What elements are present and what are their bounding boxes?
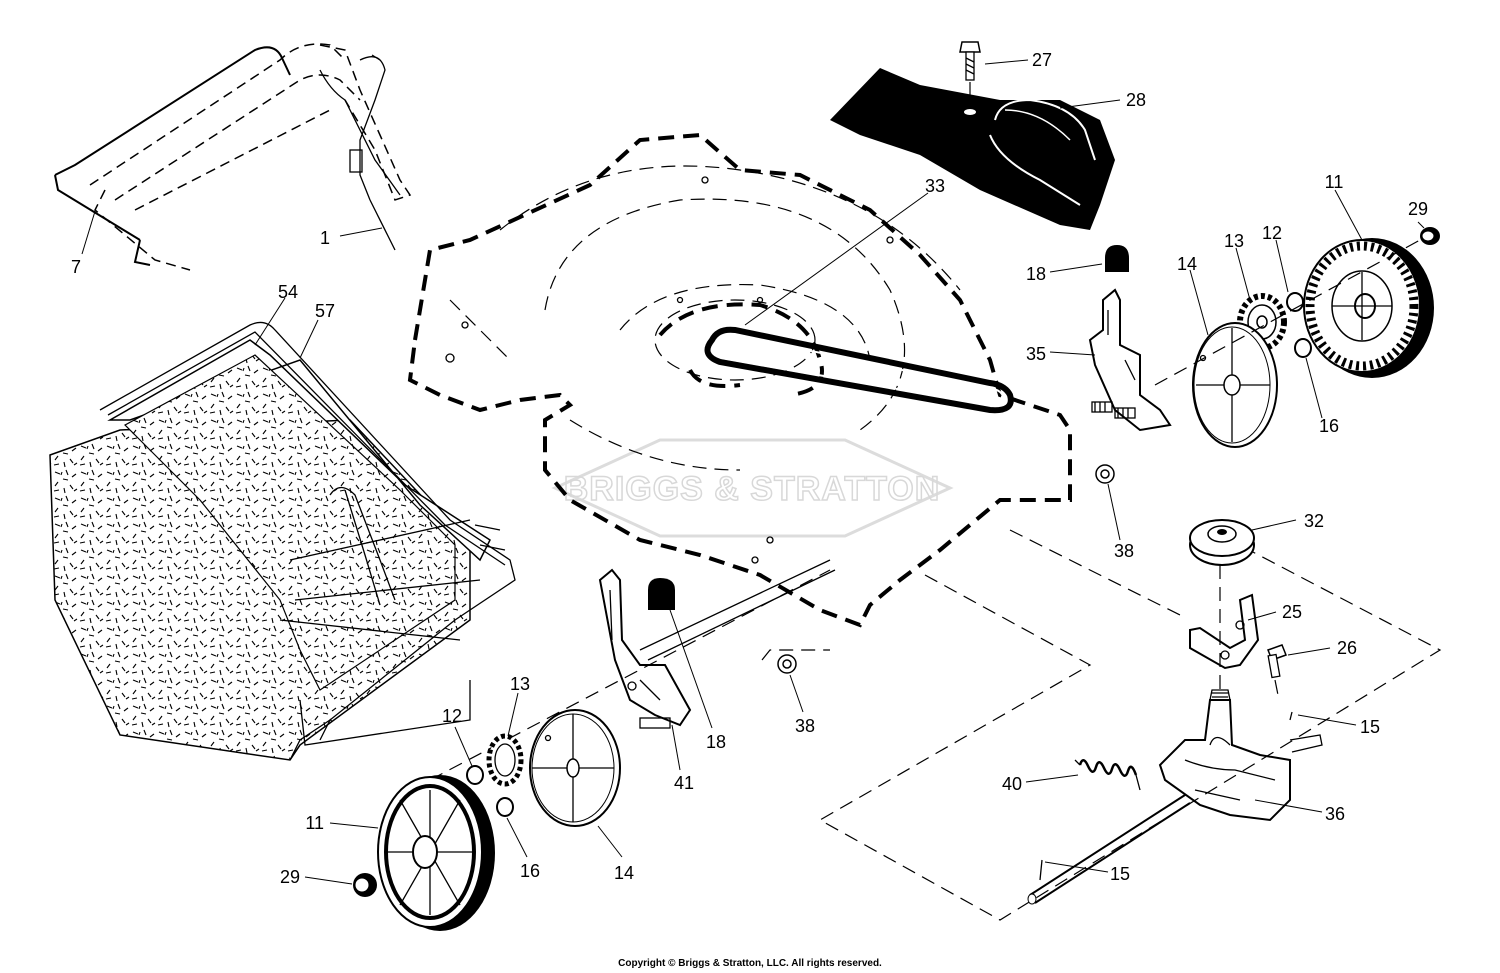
callout-27: 27: [1032, 50, 1052, 70]
spring: [1074, 759, 1141, 791]
callout-16-right: 16: [1319, 416, 1339, 436]
callout-18-right: 18: [1026, 264, 1046, 284]
transmission: [1158, 689, 1323, 822]
callout-41: 41: [674, 773, 694, 793]
height-adjuster-front: [598, 568, 692, 729]
callout-13-front: 13: [510, 674, 530, 694]
callout-labels: 1 7 27 28 33 18 35 14 13 12 11 29 16 38 …: [71, 50, 1428, 887]
wheel-right: [1303, 238, 1434, 378]
callout-14-right: 14: [1177, 254, 1197, 274]
callout-28: 28: [1126, 90, 1146, 110]
washer-front: [466, 765, 514, 817]
callout-29-front: 29: [280, 867, 300, 887]
grass-bag: [49, 321, 516, 761]
callout-38-front: 38: [795, 716, 815, 736]
callout-57: 57: [315, 301, 335, 321]
callout-26: 26: [1337, 638, 1357, 658]
callout-1: 1: [320, 228, 330, 248]
copyright-notice: Copyright © Briggs & Stratton, LLC. All …: [618, 958, 882, 969]
callout-14-front: 14: [614, 863, 634, 883]
callout-12-right: 12: [1262, 223, 1282, 243]
hub-cap-front: [353, 873, 377, 897]
callout-11-front: 11: [305, 813, 324, 833]
callout-18-front: 18: [706, 732, 726, 752]
gear-front: [486, 733, 524, 787]
callout-29-right: 29: [1408, 199, 1428, 219]
callout-16-front: 16: [520, 861, 540, 881]
callout-36: 36: [1325, 804, 1345, 824]
handle-assembly: [54, 43, 412, 271]
wheel-front: [377, 775, 495, 931]
callout-13-right: 13: [1224, 231, 1244, 251]
drive-belt: [704, 326, 1014, 414]
callout-54: 54: [278, 282, 298, 302]
callout-15-bottom: 15: [1110, 864, 1130, 884]
transmission-bracket: [1189, 593, 1260, 670]
wheel-cover-right: [1192, 322, 1278, 448]
watermark-text: BRIGGS & STRATTON: [564, 470, 941, 508]
leader-lines: [81, 59, 1425, 885]
discharge-cover: [830, 68, 1115, 230]
callout-32: 32: [1304, 511, 1324, 531]
callout-12-front: 12: [442, 706, 462, 726]
callout-40: 40: [1002, 774, 1022, 794]
flange-bolt: [959, 41, 981, 108]
bolt-bracket: [1267, 644, 1287, 696]
callout-25: 25: [1282, 602, 1302, 622]
brand-watermark: BRIGGS & STRATTON: [551, 438, 954, 538]
callout-33: 33: [925, 176, 945, 196]
nut-front: [761, 649, 830, 674]
callout-11-right: 11: [1325, 172, 1344, 192]
callout-38-right: 38: [1114, 541, 1134, 561]
height-adjuster-right: [1088, 245, 1172, 432]
callout-35: 35: [1026, 344, 1046, 364]
pulley: [1189, 519, 1255, 566]
hub-cap-right: [1420, 227, 1440, 245]
callout-15-right: 15: [1360, 717, 1380, 737]
callout-7: 7: [71, 257, 81, 277]
wheel-cover-front: [529, 709, 621, 827]
nut-right: [1095, 464, 1115, 484]
